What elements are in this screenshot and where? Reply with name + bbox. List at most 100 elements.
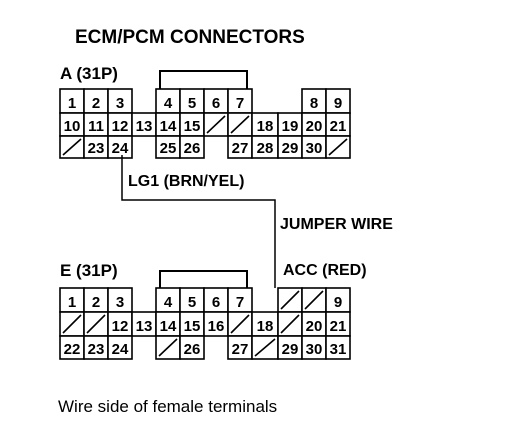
pin-number: 28 bbox=[257, 140, 274, 157]
pin-cell-e-r1-c8: 7 bbox=[227, 287, 253, 313]
pin-number: 3 bbox=[116, 294, 124, 311]
pin-number: 18 bbox=[257, 318, 274, 335]
unused-terminal-slash bbox=[158, 338, 178, 357]
pin-cell-e-r2-c7: 16 bbox=[203, 311, 229, 337]
pin-cell-a-r3-c8: 27 bbox=[227, 135, 253, 159]
pin-cell-a-r1-c7: 6 bbox=[203, 88, 229, 114]
pin-cell-a-r3-c2: 23 bbox=[83, 135, 109, 159]
pin-number: 15 bbox=[184, 318, 201, 335]
pin-cell-e-r3-c10: 29 bbox=[277, 335, 303, 360]
pin-cell-a-r3-c12 bbox=[325, 135, 351, 159]
pin-number: 12 bbox=[112, 118, 129, 135]
pin-cell-e-r2-c2 bbox=[83, 311, 109, 337]
pin-cell-a-r2-c11: 20 bbox=[301, 112, 327, 137]
pin-cell-e-r1-c12: 9 bbox=[325, 287, 351, 313]
pin-number: 24 bbox=[112, 341, 129, 358]
jumper-wire-label: JUMPER WIRE bbox=[280, 216, 393, 233]
pin-number: 10 bbox=[64, 118, 81, 135]
pin-number: 23 bbox=[88, 140, 105, 157]
pin-cell-e-r1-c3: 3 bbox=[107, 287, 133, 313]
pin-cell-box bbox=[251, 311, 279, 337]
pin-cell-box bbox=[107, 135, 133, 159]
pin-number: 27 bbox=[232, 341, 249, 358]
pin-cell-box bbox=[325, 287, 351, 313]
pin-cell-e-r2-c1 bbox=[59, 311, 85, 337]
pin-number: 13 bbox=[136, 318, 153, 335]
pin-cell-e-r1-c10 bbox=[277, 287, 303, 313]
pin-cell-e-r2-c12: 21 bbox=[325, 311, 351, 337]
pin-number: 25 bbox=[160, 140, 177, 157]
pin-number: 14 bbox=[160, 118, 177, 135]
pin-number: 7 bbox=[236, 294, 244, 311]
pin-number: 24 bbox=[112, 140, 129, 157]
pin-number: 9 bbox=[334, 294, 342, 311]
pin-cell-e-r1-c6: 5 bbox=[179, 287, 205, 313]
pin-cell-a-r3-c10: 29 bbox=[277, 135, 303, 159]
pin-number: 31 bbox=[330, 341, 347, 358]
pin-cell-a-r1-c1: 1 bbox=[59, 88, 85, 114]
unused-terminal-slash bbox=[280, 314, 300, 334]
unused-terminal-slash bbox=[206, 115, 226, 134]
pin-number: 6 bbox=[212, 294, 220, 311]
pin-cell-e-r3-c3: 24 bbox=[107, 335, 133, 360]
pin-number: 21 bbox=[330, 318, 347, 335]
pin-number: 9 bbox=[334, 95, 342, 112]
pin-number: 18 bbox=[257, 118, 274, 135]
pin-cell-a-r1-c12: 9 bbox=[325, 88, 351, 114]
pin-cell-e-r2-c10 bbox=[277, 311, 303, 337]
pin-cell-e-r2-c4: 13 bbox=[131, 311, 157, 337]
pin-cell-box bbox=[179, 335, 205, 360]
pin-cell-box bbox=[227, 287, 253, 313]
pin-cell-box bbox=[107, 335, 133, 360]
pin-cell-a-r2-c10: 19 bbox=[277, 112, 303, 137]
pin-number: 29 bbox=[282, 140, 299, 157]
pin-cell-a-r1-c6: 5 bbox=[179, 88, 205, 114]
pin-number: 27 bbox=[232, 140, 249, 157]
pin-cell-a-r3-c1 bbox=[59, 135, 85, 159]
pin-cell-e-r2-c5: 14 bbox=[155, 311, 181, 337]
pin-cell-a-r1-c5: 4 bbox=[155, 88, 181, 114]
pin-cell-a-r3-c3: 24 bbox=[107, 135, 133, 159]
pin-cell-a-r1-c11: 8 bbox=[301, 88, 327, 114]
pin-cell-a-r2-c9: 18 bbox=[251, 112, 279, 137]
pin-cell-e-r1-c11 bbox=[301, 287, 327, 313]
pin-number: 20 bbox=[306, 118, 323, 135]
pin-number: 1 bbox=[68, 95, 76, 112]
pin-cell-box bbox=[179, 135, 205, 159]
pin-cell-e-r3-c8: 27 bbox=[227, 335, 253, 360]
pin-cell-e-r3-c11: 30 bbox=[301, 335, 327, 360]
pin-number: 1 bbox=[68, 294, 76, 311]
pin-number: 8 bbox=[310, 95, 318, 112]
pin-number: 7 bbox=[236, 95, 244, 112]
pin-number: 13 bbox=[136, 118, 153, 135]
jumper-wire-line bbox=[121, 155, 276, 288]
pin-number: 3 bbox=[116, 95, 124, 112]
pin-cell-e-r2-c11: 20 bbox=[301, 311, 327, 337]
pin-cell-a-r3-c6: 26 bbox=[179, 135, 205, 159]
pin-cell-a-r2-c6: 15 bbox=[179, 112, 205, 137]
pin-cell-e-r3-c9 bbox=[251, 335, 279, 360]
pin-number: 14 bbox=[160, 318, 177, 335]
pin-cell-e-r3-c12: 31 bbox=[325, 335, 351, 360]
pin-number: 30 bbox=[306, 140, 323, 157]
unused-terminal-slash bbox=[254, 338, 276, 357]
diagram-title: ECM/PCM CONNECTORS bbox=[75, 27, 305, 48]
pin-number: 22 bbox=[64, 341, 81, 358]
pin-number: 4 bbox=[164, 294, 173, 311]
pin-number: 19 bbox=[282, 118, 299, 135]
pin-number: 16 bbox=[208, 318, 225, 335]
pin-cell-e-r2-c3: 12 bbox=[107, 311, 133, 337]
pin-number: 30 bbox=[306, 341, 323, 358]
pin-cell-box bbox=[325, 335, 351, 360]
pin-cell-e-r3-c6: 26 bbox=[179, 335, 205, 360]
connector-a-label: A (31P) bbox=[60, 64, 118, 83]
wire-acc-label: ACC (RED) bbox=[283, 262, 367, 279]
pin-cell-a-r2-c4: 13 bbox=[131, 112, 157, 137]
connector-e-label: E (31P) bbox=[60, 261, 118, 280]
pin-cell-a-r3-c9: 28 bbox=[251, 135, 279, 159]
pin-cell-e-r3-c1: 22 bbox=[59, 335, 85, 360]
